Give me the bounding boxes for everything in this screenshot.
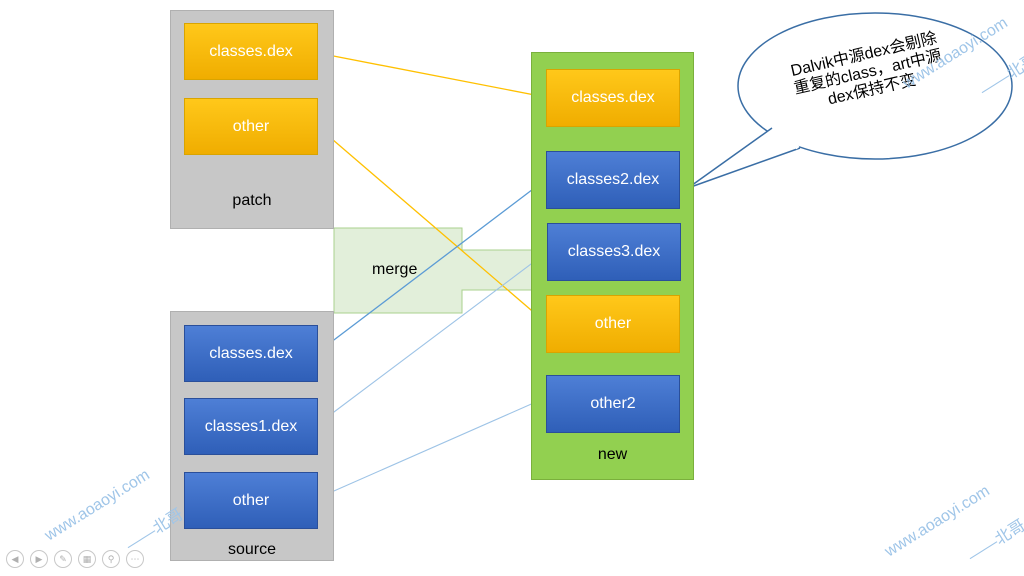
new-other-label: other xyxy=(594,315,632,332)
new-other2-label: other2 xyxy=(590,395,636,412)
connector-patch-other-to-new-other xyxy=(317,126,546,323)
new-classes-dex-box: classes.dex xyxy=(546,69,680,127)
new-other-box: other xyxy=(546,295,680,353)
patch-panel-label: patch xyxy=(232,192,272,209)
source-classes-dex-label: classes.dex xyxy=(209,344,293,362)
previous-slide-icon[interactable]: ◀ xyxy=(6,550,24,568)
merge-label: merge xyxy=(372,261,418,278)
source-classes1-dex-label: classes1.dex xyxy=(204,417,298,435)
connector-source-classes-to-new-classes2 xyxy=(317,179,547,353)
new-classes-dex-label: classes.dex xyxy=(571,89,655,106)
patch-classes-dex-box: classes.dex xyxy=(184,23,318,80)
connector-source-classes1-to-new-classes3 xyxy=(317,251,548,425)
slideshow-nav: ◀ ▶ ✎ ▦ ⚲ ⋯ xyxy=(6,550,144,568)
merge-arrow xyxy=(333,227,533,314)
patch-panel: classes.dex other patch xyxy=(170,10,334,229)
source-classes1-dex-box: classes1.dex xyxy=(184,398,318,455)
new-panel-label: new xyxy=(597,446,628,463)
source-other-label: other xyxy=(232,491,270,509)
new-classes2-dex-label: classes2.dex xyxy=(566,171,660,188)
patch-other-box: other xyxy=(184,98,318,155)
new-classes3-dex-label: classes3.dex xyxy=(567,243,661,260)
source-classes-dex-box: classes.dex xyxy=(184,325,318,382)
zoom-icon[interactable]: ⚲ xyxy=(102,550,120,568)
new-panel: classes.dex classes2.dex classes3.dex ot… xyxy=(531,52,694,480)
patch-other-label: other xyxy=(232,117,270,135)
new-other2-box: other2 xyxy=(546,375,680,433)
source-panel-label: source xyxy=(227,541,277,558)
slides-grid-icon[interactable]: ▦ xyxy=(78,550,96,568)
source-other-box: other xyxy=(184,472,318,529)
more-options-icon[interactable]: ⋯ xyxy=(126,550,144,568)
new-classes3-dex-box: classes3.dex xyxy=(547,223,681,281)
connector-source-other-to-new-other2 xyxy=(317,397,547,499)
connector-patch-classes-to-new-classes xyxy=(317,52,547,101)
source-panel: classes.dex classes1.dex other source xyxy=(170,311,334,561)
next-slide-icon[interactable]: ▶ xyxy=(30,550,48,568)
new-classes2-dex-box: classes2.dex xyxy=(546,151,680,209)
pen-icon[interactable]: ✎ xyxy=(54,550,72,568)
callout-bubble xyxy=(687,12,1013,189)
patch-classes-dex-label: classes.dex xyxy=(209,42,293,60)
